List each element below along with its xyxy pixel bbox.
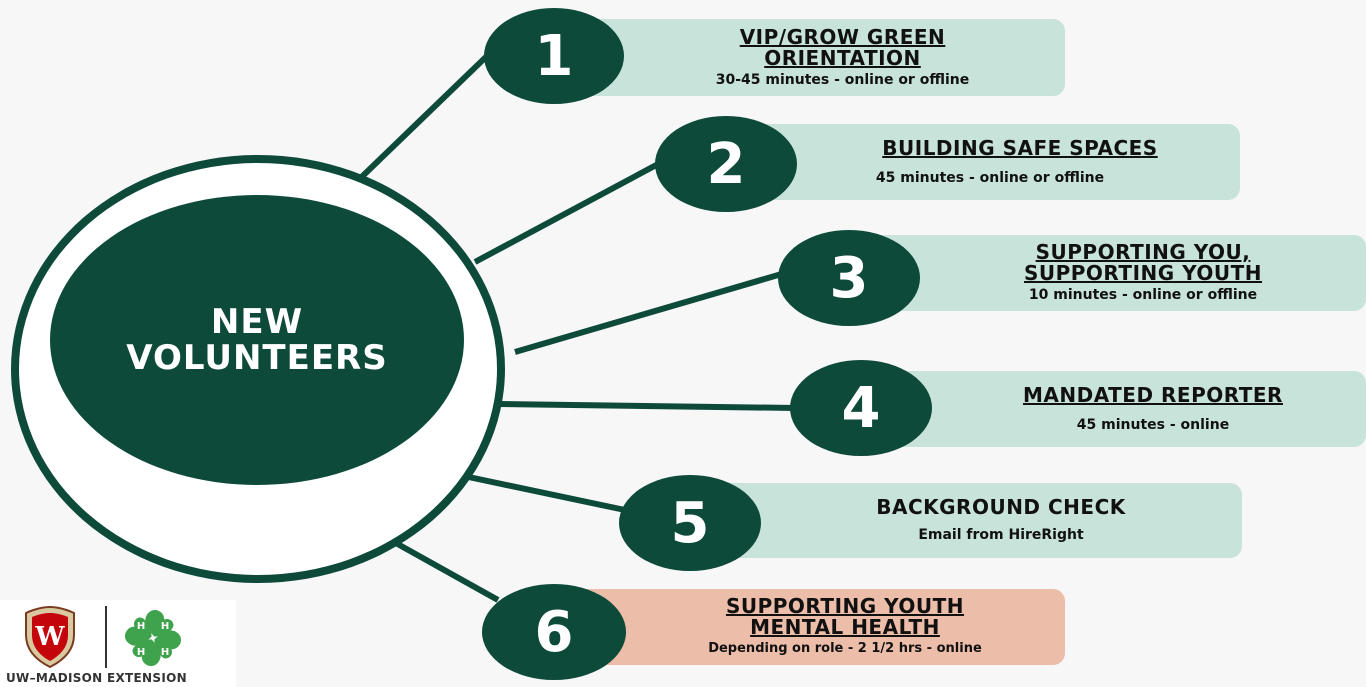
logo-text: UW–MADISON EXTENSION: [6, 671, 187, 685]
svg-text:H: H: [137, 621, 145, 632]
connector-3: [514, 270, 786, 355]
step-2-subtitle: 45 minutes - online or offline: [875, 169, 1105, 186]
connector-4: [499, 401, 796, 411]
hub-circle: NEW VOLUNTEERS: [50, 195, 464, 485]
step-2-title: BUILDING SAFE SPACES: [882, 135, 1158, 160]
step-card-5: BACKGROUND CHECK Email from HireRight: [700, 483, 1242, 558]
step-number-4: 4: [790, 360, 932, 456]
hub-title-line-1: NEW: [210, 302, 304, 342]
svg-text:H: H: [161, 621, 169, 632]
step-card-3: SUPPORTING YOU, SUPPORTING YOUTH 10 minu…: [860, 235, 1366, 311]
connector-2: [473, 160, 662, 265]
svg-text:H: H: [161, 647, 169, 658]
step-1-subtitle: 30-45 minutes - online or offline: [715, 71, 970, 88]
step-number-3: 3: [778, 230, 920, 326]
step-card-4: MANDATED REPORTER 45 minutes - online: [880, 371, 1366, 447]
step-1-title-line-2: ORIENTATION: [764, 45, 921, 70]
step-3-subtitle: 10 minutes - online or offline: [1028, 287, 1258, 303]
step-number-1: 1: [484, 8, 624, 104]
step-5-title: BACKGROUND CHECK: [876, 495, 1126, 519]
step-1-title-line-1: VIP/GROW GREEN: [739, 24, 946, 49]
uw-madison-extension-logo: W H H H H UW–MADISON EXTENSION: [0, 600, 236, 687]
step-6-title-line-1: SUPPORTING YOUTH: [725, 594, 965, 618]
svg-text:H: H: [137, 647, 145, 658]
step-number-6: 6: [482, 584, 626, 680]
hub-title-line-2: VOLUNTEERS: [126, 338, 388, 378]
step-number-5: 5: [619, 475, 761, 571]
step-card-6: SUPPORTING YOUTH MENTAL HEALTH Depending…: [565, 589, 1065, 665]
step-3-title-line-1: SUPPORTING YOU,: [1035, 240, 1251, 264]
step-card-1: VIP/GROW GREEN ORIENTATION 30-45 minutes…: [560, 19, 1065, 96]
uw-crest-icon: W: [25, 605, 75, 669]
step-6-title-line-2: MENTAL HEALTH: [750, 615, 940, 639]
step-card-2: BUILDING SAFE SPACES 45 minutes - online…: [740, 124, 1240, 200]
step-4-title: MANDATED REPORTER: [1023, 382, 1283, 407]
logo-divider: [105, 606, 107, 668]
step-3-title-line-2: SUPPORTING YOUTH: [1023, 261, 1263, 285]
connector-5: [444, 469, 626, 513]
connector-1: [342, 52, 491, 196]
four-h-clover-icon: H H H H: [125, 610, 181, 666]
crest-letter: W: [34, 622, 65, 652]
step-6-subtitle: Depending on role - 2 1/2 hrs - online: [708, 641, 982, 656]
step-5-subtitle: Email from HireRight: [918, 527, 1084, 543]
step-number-2: 2: [655, 116, 797, 212]
step-4-subtitle: 45 minutes - online: [1076, 416, 1230, 433]
